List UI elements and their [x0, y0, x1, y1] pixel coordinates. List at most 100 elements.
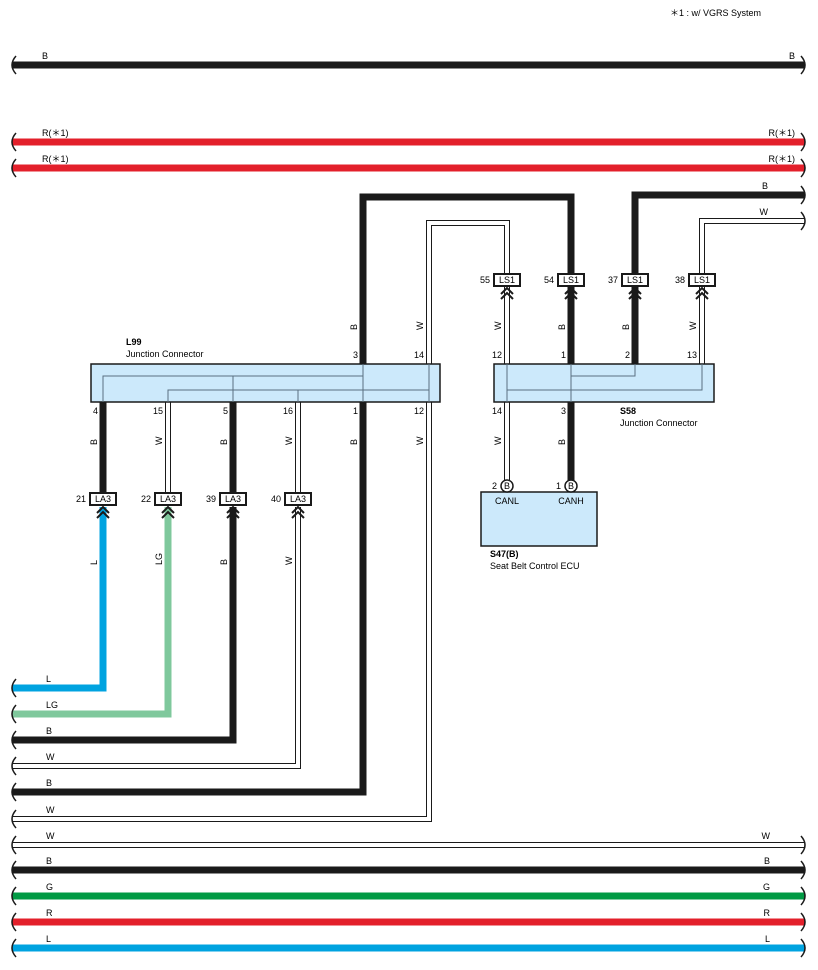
ls1-55-chevron: [500, 286, 514, 295]
right-wire-b-end: [800, 185, 806, 205]
connector-layer: [89, 273, 716, 519]
ecu-code: S47(B): [490, 549, 519, 559]
la3-22-lower-label: LG: [154, 553, 164, 565]
bottom-wire-2-label-right: B: [764, 856, 770, 866]
left-wire-5-end: [11, 782, 17, 802]
top-wire-1-right-end: [800, 55, 806, 75]
l99-name: Junction Connector: [126, 349, 204, 359]
la3-connector-22: [154, 492, 182, 506]
l99-bottom-pin-4: 4: [93, 406, 98, 416]
bottom-wire-2-left-end: [11, 860, 17, 880]
l99-pin14-wire-label: W: [415, 321, 425, 330]
bottom-wire-4-left-end: [11, 912, 17, 932]
ecu-pin-2: [500, 479, 514, 493]
la3-21-chevron: [96, 505, 110, 514]
l99-la3-21-upper-label: B: [89, 439, 99, 445]
bottom-wire-5-label-left: L: [46, 934, 51, 944]
ls1-connector-54-code: LS1: [563, 275, 579, 285]
la3-connector-40: [284, 492, 312, 506]
la3-40-to-left: [12, 507, 301, 769]
top-wire-1-left-end: [11, 55, 17, 75]
la3-22-to-left: [12, 507, 172, 718]
s58-junction-connector: [493, 363, 715, 403]
ls1-38-wire-label: W: [688, 321, 698, 330]
top-wire-3-left-end: [11, 158, 17, 178]
left-wire-6-end: [11, 809, 17, 829]
bottom-wire-4-label-left: R: [46, 908, 53, 918]
bottom-wire-5-label-right: L: [765, 934, 770, 944]
l99-junction-connector: [90, 363, 441, 403]
left-wire-2-label: LG: [46, 700, 58, 710]
ls1-connector-38: [688, 273, 716, 287]
ls1-connector-54: [557, 273, 585, 287]
bottom-wire-4-label-right: R: [764, 908, 771, 918]
l99-top-pin-3: 3: [353, 350, 358, 360]
s58-internal-line-w2: [507, 364, 703, 391]
left-wire-2-end: [11, 704, 17, 724]
right-wire-w: [699, 218, 805, 275]
s58-top-pin-1: 1: [561, 350, 566, 360]
la3-connector-40-pin: 40: [271, 494, 281, 504]
bottom-wire-2-label-left: B: [46, 856, 52, 866]
ecu-pin-1: [564, 479, 578, 493]
ls1-connector-37-pin: 37: [608, 275, 618, 285]
la3-40-chevron: [291, 505, 305, 514]
ls1-37-chevron: [628, 286, 642, 295]
ecu-pin-2-type: B: [504, 481, 510, 491]
l99-pin1-wire-label: B: [349, 439, 359, 445]
la3-connector-40-code: LA3: [290, 494, 306, 504]
la3-22-chevron: [161, 505, 175, 514]
ls1-54-wire-label: B: [557, 324, 567, 330]
left-wire-1-end: [11, 678, 17, 698]
la3-21-chevron-2: [96, 510, 110, 519]
left-wire-5-label: B: [46, 778, 52, 788]
right-wire-w-core: [700, 219, 805, 275]
l99-la3-22-upper-label: W: [154, 436, 164, 445]
top-wire-2-label-right: R(＊1): [769, 128, 796, 138]
bottom-wire-4-right-end: [800, 912, 806, 932]
bottom-wire-2-right-end: [800, 860, 806, 880]
l99-pin3-wire-label: B: [349, 324, 359, 330]
la3-connector-39-pin: 39: [206, 494, 216, 504]
la3-40-chevron-2: [291, 510, 305, 519]
l99-internal-line-3: [232, 375, 363, 402]
ls1-connector-54-pin: 54: [544, 275, 554, 285]
top-wire-2-label-left: R(＊1): [42, 128, 69, 138]
ls1-connector-55: [493, 273, 521, 287]
la3-connector-21-code: LA3: [95, 494, 111, 504]
top-wire-2-right-end: [800, 132, 806, 152]
ecu-signal-CANH: CANH: [558, 496, 584, 506]
bottom-wire-1-right-end: [800, 835, 806, 855]
l99-bottom-pin-16: 16: [283, 406, 293, 416]
l99-pin12-wire-label: W: [415, 436, 425, 445]
la3-39-chevron-2: [226, 510, 240, 519]
right-wire-b: [631, 191, 805, 275]
bottom-wire-5-right-end: [800, 938, 806, 958]
la3-connector-22-code: LA3: [160, 494, 176, 504]
wire-layer: [11, 55, 806, 958]
ls1-connector-38-pin: 38: [675, 275, 685, 285]
la3-connector-39-code: LA3: [225, 494, 241, 504]
l99-pin14-to-ls1-55: [426, 220, 510, 365]
s58-pin14-wire-label: W: [493, 436, 503, 445]
right-wire-b-label: B: [762, 181, 768, 191]
l99-top-pin-14: 14: [414, 350, 424, 360]
s58-top-pin-2: 2: [625, 350, 630, 360]
l99-internal-line-4: [297, 389, 429, 402]
right-wire-w-end: [800, 211, 806, 231]
top-wire-3-label-left: R(＊1): [42, 154, 69, 164]
ls1-connector-55-code: LS1: [499, 275, 515, 285]
ecu-pin-1-number: 1: [556, 481, 561, 491]
s58-top-pin-13: 13: [687, 350, 697, 360]
la3-connector-21-pin: 21: [76, 494, 86, 504]
bottom-wire-3-right-end: [800, 886, 806, 906]
top-wire-2-left-end: [11, 132, 17, 152]
left-wire-4-end: [11, 756, 17, 776]
s58-internal-line-b2: [571, 364, 636, 377]
la3-39-lower-label: B: [219, 559, 229, 565]
s58-bottom-pin-3: 3: [561, 406, 566, 416]
top-wire-1-label-left: B: [42, 51, 48, 61]
la3-40-to-left-core: [12, 507, 300, 768]
ls1-connector-37: [621, 273, 649, 287]
